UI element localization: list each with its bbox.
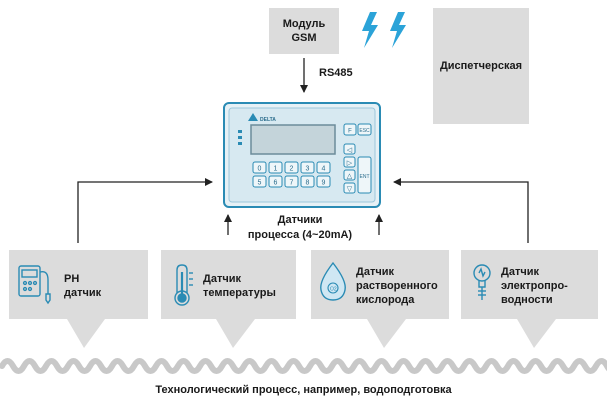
numeric-keypad: 0 1 2 3 4 5 6 7 8 9	[252, 161, 331, 188]
sensor-callout-temperature	[161, 250, 296, 348]
sensor-oxygen-label: Датчик растворенного кислорода	[356, 266, 438, 306]
thermometer-icon	[174, 264, 193, 306]
keypad-key-4	[316, 161, 331, 174]
keypad-key-label: 4	[322, 166, 326, 173]
keypad-key-0	[252, 161, 267, 174]
keypad-key-label: 6	[274, 180, 278, 187]
key-right	[343, 156, 356, 168]
keypad-key-label: 9	[322, 180, 326, 187]
indicator-led	[238, 136, 242, 139]
sensor-callout-ph	[9, 250, 148, 348]
key-f-label: F	[348, 129, 352, 135]
keypad-key-8	[300, 175, 315, 188]
keypad-key-9	[316, 175, 331, 188]
key-up	[343, 169, 356, 181]
sensor-conductivity-label: Датчик электропро- водности	[501, 266, 568, 306]
lcd-screen	[250, 124, 336, 155]
controller-brand: DELTA	[260, 117, 276, 123]
right-feedback-arrow	[393, 178, 529, 243]
key-f	[343, 123, 357, 136]
key-esc	[357, 123, 372, 136]
controller-panel: DELTA F ESC ◁ ▷ △ ▽ ENT 0 1 2 3 4 5 6 7 8 9	[223, 102, 381, 208]
dispatch-room-box: Диспетчерская	[433, 8, 529, 124]
left-feedback-arrow	[77, 178, 213, 243]
key-enter-label: ENT	[360, 174, 370, 180]
indicator-led	[238, 130, 242, 133]
keypad-key-label: 1	[274, 166, 278, 173]
rs485-label: RS485	[319, 67, 353, 79]
sensor-ph-label: PH датчик	[64, 273, 102, 299]
sensor-callout-oxygen	[311, 250, 449, 348]
sensor-temperature-label: Датчик температуры	[203, 273, 276, 299]
keypad-key-5	[252, 175, 267, 188]
key-enter	[357, 156, 372, 194]
keypad-key-7	[284, 175, 299, 188]
keypad-key-2	[284, 161, 299, 174]
keypad-key-label: 5	[258, 180, 262, 187]
oxygen-drop-icon: O2	[320, 261, 346, 301]
key-down-label: ▽	[347, 186, 353, 193]
svg-text:O2: O2	[330, 287, 337, 293]
keypad-key-label: 8	[306, 180, 310, 187]
key-up-label: △	[347, 173, 353, 180]
process-caption: Технологический процесс, например, водоп…	[155, 384, 452, 396]
keypad-key-6	[268, 175, 283, 188]
keypad-key-label: 7	[290, 180, 294, 187]
delta-logo-icon	[248, 113, 258, 121]
gsm-module-box: Модуль GSM	[269, 8, 339, 54]
sensor-callout-conductivity	[461, 250, 598, 348]
keypad-key-1	[268, 161, 283, 174]
key-esc-label: ESC	[359, 128, 370, 134]
gsm-module-label: Модуль GSM	[282, 18, 326, 44]
keypad-key-label: 2	[290, 166, 294, 173]
process-sensors-label: Датчики процесса (4~20mA)	[247, 214, 353, 241]
key-down	[343, 182, 356, 194]
conductivity-bulb-icon	[473, 264, 491, 300]
keypad-key-label: 3	[306, 166, 310, 173]
lightning-icon	[362, 12, 378, 48]
key-left-label: ◁	[347, 147, 353, 154]
process-wave	[0, 358, 607, 374]
keypad-key-label: 0	[258, 166, 262, 173]
ph-meter-icon	[18, 265, 51, 305]
key-left	[343, 143, 356, 155]
lightning-icon	[390, 12, 406, 48]
dispatch-room-label: Диспетчерская	[439, 60, 523, 72]
keypad-key-3	[300, 161, 315, 174]
key-right-label: ▷	[347, 160, 353, 167]
indicator-led	[238, 142, 242, 145]
